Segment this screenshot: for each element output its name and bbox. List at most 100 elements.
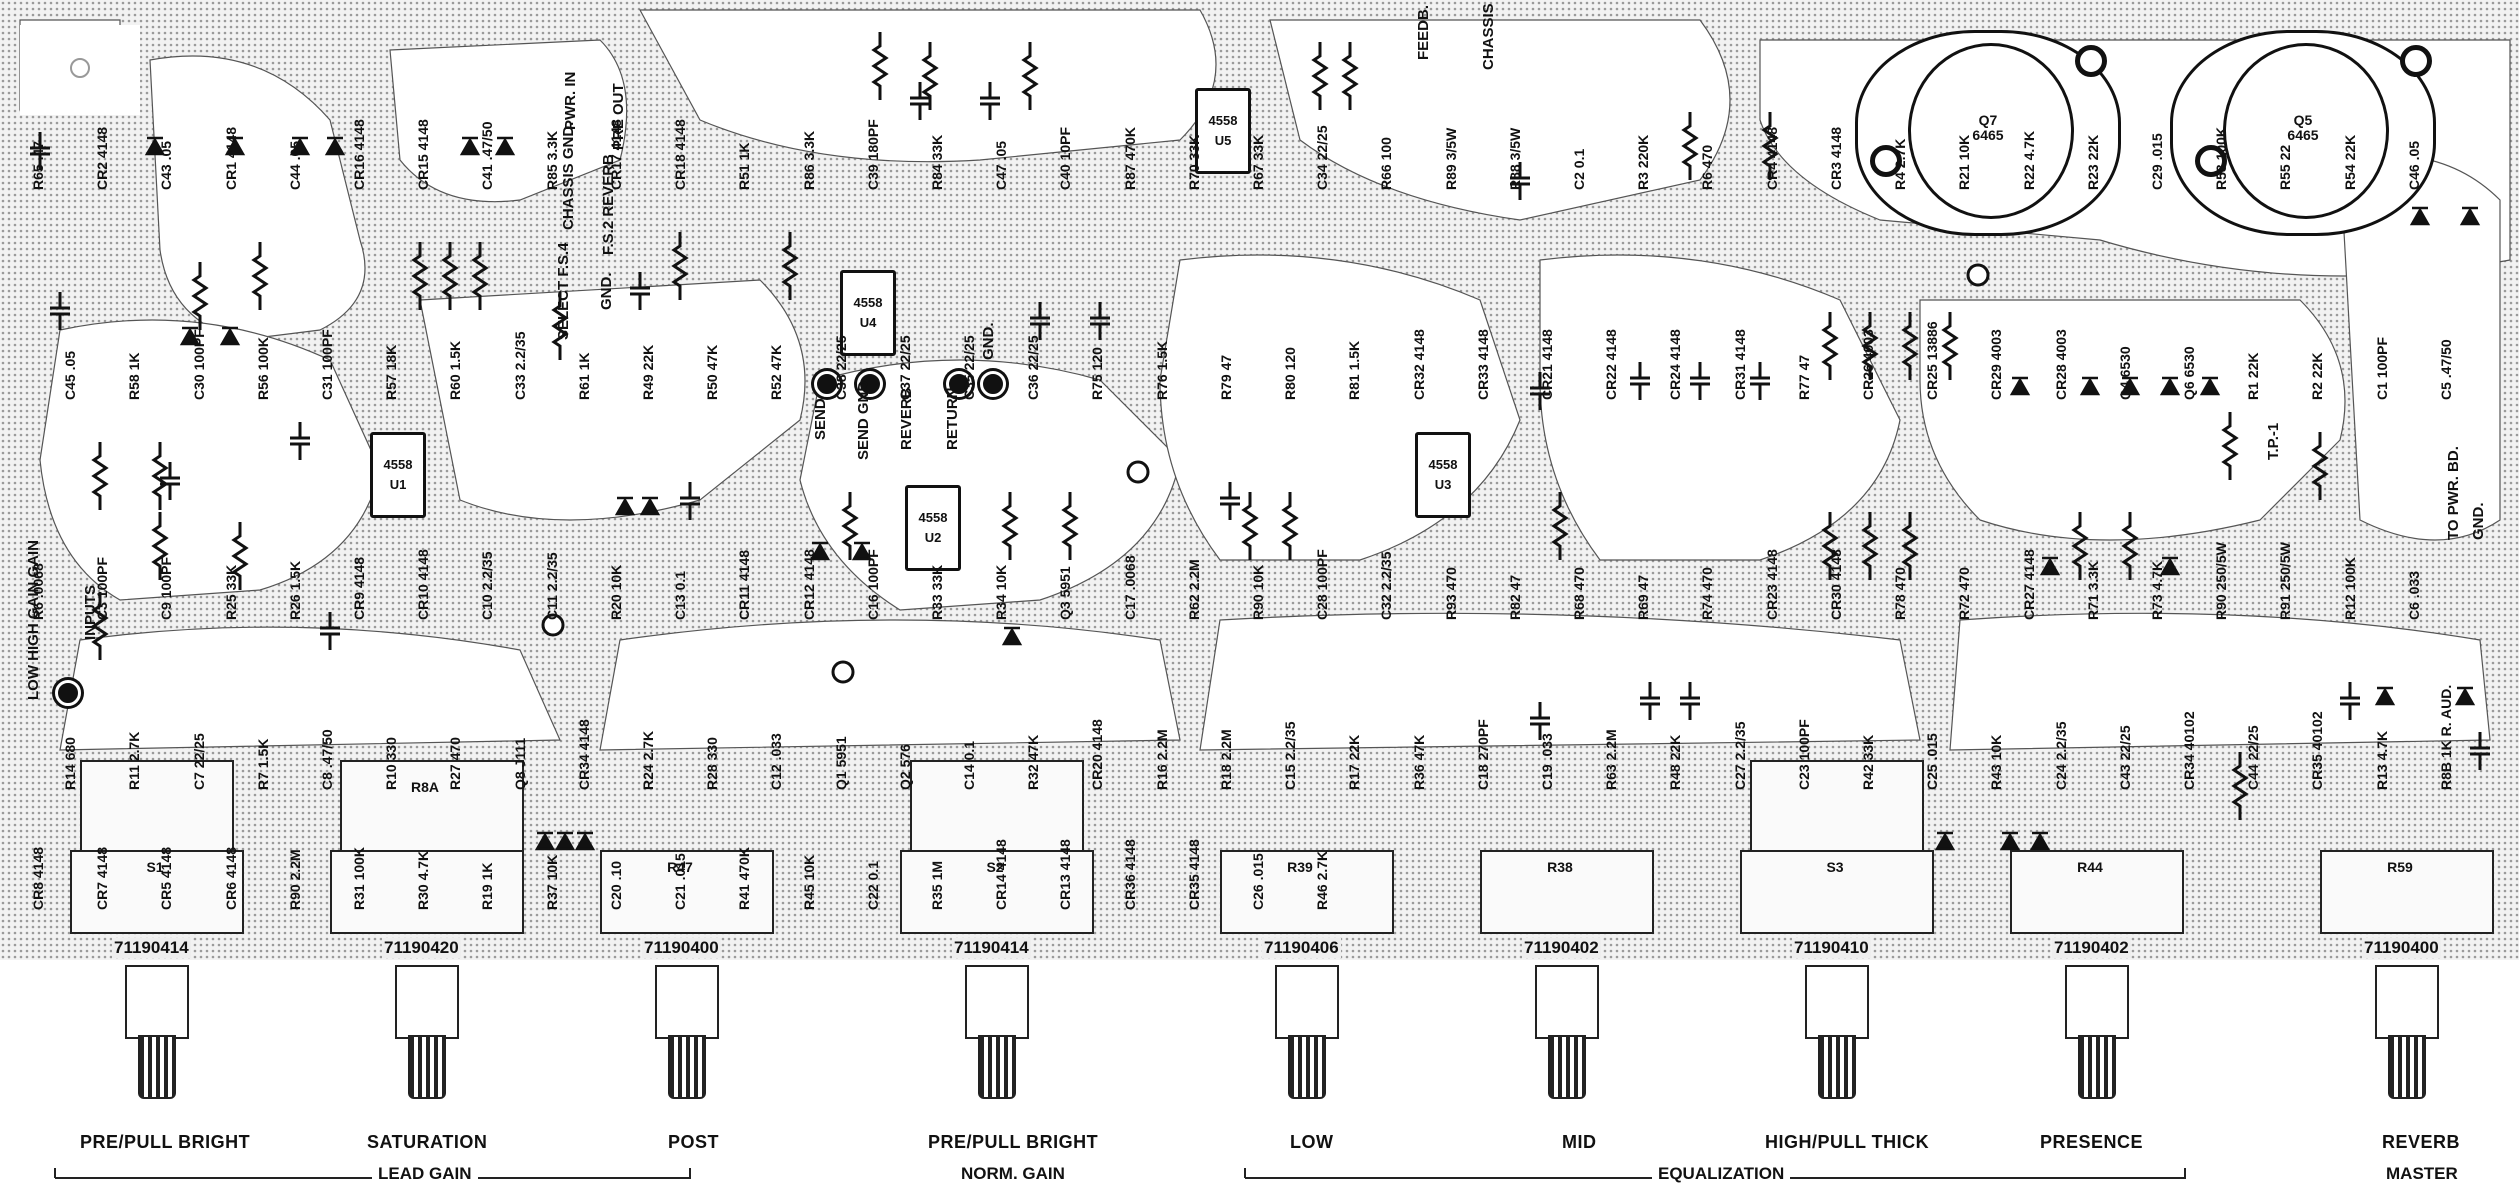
knob[interactable] [138,1035,176,1099]
pot-value-label: R47 [667,859,693,875]
component-label: R49 22K [640,344,656,400]
knob[interactable] [1818,1035,1856,1099]
pot-pre-pull-bright-norm[interactable]: S2 71190414 [900,760,1094,1140]
component-label: R70 33K [1185,134,1202,190]
component-label: C32 2.2/35 [1378,551,1395,621]
component-label: CR21 4148 [1538,329,1555,400]
knob[interactable] [408,1035,446,1099]
select-label: SELECT F.S.4 [555,242,572,340]
component-label: R12 100K [2341,556,2358,620]
component-label: R90 10K [1250,564,1266,620]
component-label: CR26 4003 [1860,329,1876,400]
knob[interactable] [978,1035,1016,1099]
pot-shaft [2375,965,2439,1039]
component-label: R72 470 [1956,567,1973,620]
pot-shaft [2065,965,2129,1039]
knob[interactable] [1548,1035,1586,1099]
component-label: R77 47 [1795,354,1812,400]
component-label: CR18 4148 [672,119,689,190]
component-label: C3 100PF [94,556,111,620]
gnd-jack[interactable] [980,371,1006,397]
knob[interactable] [1288,1035,1326,1099]
component-label: R60 1.5K [447,340,464,400]
component-label: R80 120 [1282,347,1299,400]
component-label: Q8 J111 [511,737,528,790]
component-label: R85 3.3K [543,130,560,190]
component-label: C34 22/25 [1314,125,1331,190]
component-label: R32 47K [1025,734,1042,790]
component-label: Q3 5951 [1057,566,1074,620]
component-label: R91 250/5W [2277,542,2294,620]
component-label: R17 22K [1346,734,1363,790]
return-jack[interactable] [946,371,972,397]
component-label: CR35 4148 [1185,839,1202,910]
pot-reverb[interactable]: R59 71190400 [2320,820,2494,1140]
component-label: R51 1K [736,142,753,190]
component-label: R20 10K [607,564,624,620]
component-label: C43 22/25 [2116,725,2133,790]
group-lead-gain: LEAD GAIN [372,1164,478,1184]
group-equalization: EQUALIZATION [1652,1164,1791,1184]
pot-mid[interactable]: R38 71190402 [1480,820,1654,1140]
gnd-pwr-label: GND. [2470,502,2487,541]
component-label: R43 10K [1988,734,2005,790]
label-reverb: REVERB [2382,1132,2461,1152]
component-label: R78 470 [1892,567,1909,620]
component-label: R87 470K [1121,126,1138,190]
component-label: C9 100PF [158,556,175,620]
mounting-hole [2195,145,2227,177]
component-label: C16 100PF [864,549,881,620]
component-label: R53 100K [2213,126,2230,190]
knob[interactable] [2388,1035,2426,1099]
component-label: C5 .47/50 [2437,339,2454,400]
send-gnd-jack[interactable] [857,371,883,397]
knob[interactable] [668,1035,706,1099]
component-label: C31 100PF [318,329,335,400]
component-label: C23 100PF [1795,719,1812,790]
part-number: 71190406 [1262,938,1341,958]
component-label: R57 18K [383,344,400,400]
component-label: R61 1K [575,352,592,400]
component-label: C7 22/25 [190,733,207,790]
pot-post[interactable]: R47 71190400 [600,820,774,1140]
pot-low[interactable]: R39 71190406 [1220,820,1394,1140]
pot-pre-pull-bright-lead[interactable]: S1 71190414 [70,760,244,1140]
pot-shaft [395,965,459,1039]
pot-high-pull-thick[interactable]: S3 71190410 [1740,760,1934,1140]
component-label: R52 47K [768,344,785,400]
part-number: 71190402 [2052,938,2131,958]
component-label: CR1 4148 [222,126,239,190]
component-label: CR34 4148 [575,719,592,790]
pot-value-label: R59 [2387,859,2413,875]
pot-presence[interactable]: R44 71190402 [2010,820,2184,1140]
component-label: C29 .015 [2148,133,2165,190]
component-label: R24 2.7K [640,730,656,790]
diode-symbols [144,136,2481,851]
component-label: C41 .47/50 [479,121,496,191]
component-label: R11 2.7K [126,731,143,790]
component-label: R75 120 [1089,347,1106,400]
component-label: R79 47 [1217,354,1234,400]
component-label: R6 470 [1699,144,1716,190]
component-label: CR33 4148 [1474,329,1491,400]
to-pwr-bd-label: TO PWR. BD. [2445,446,2462,540]
component-label: CR15 4148 [415,119,432,190]
part-number: 71190414 [112,938,191,958]
component-label: C15 2.2/35 [1282,721,1299,791]
knob[interactable] [2078,1035,2116,1099]
part-number: 71190410 [1792,938,1871,958]
pot-shaft [1275,965,1339,1039]
component-label: CR35 40102 [2309,711,2326,790]
pot-saturation[interactable]: R8A 71190420 [330,760,524,1140]
component-label: R65 .47 [30,140,46,190]
input-gnd-jack[interactable] [55,680,81,706]
component-label: R90 2.2M [286,849,303,910]
part-number: 71190414 [952,938,1031,958]
component-label: C36 22/25 [1025,335,1042,400]
send-jack[interactable] [814,371,840,397]
component-label: C39 180PF [864,119,881,190]
component-label: C2 0.1 [1571,148,1588,190]
component-label: CR27 4148 [2020,549,2037,620]
